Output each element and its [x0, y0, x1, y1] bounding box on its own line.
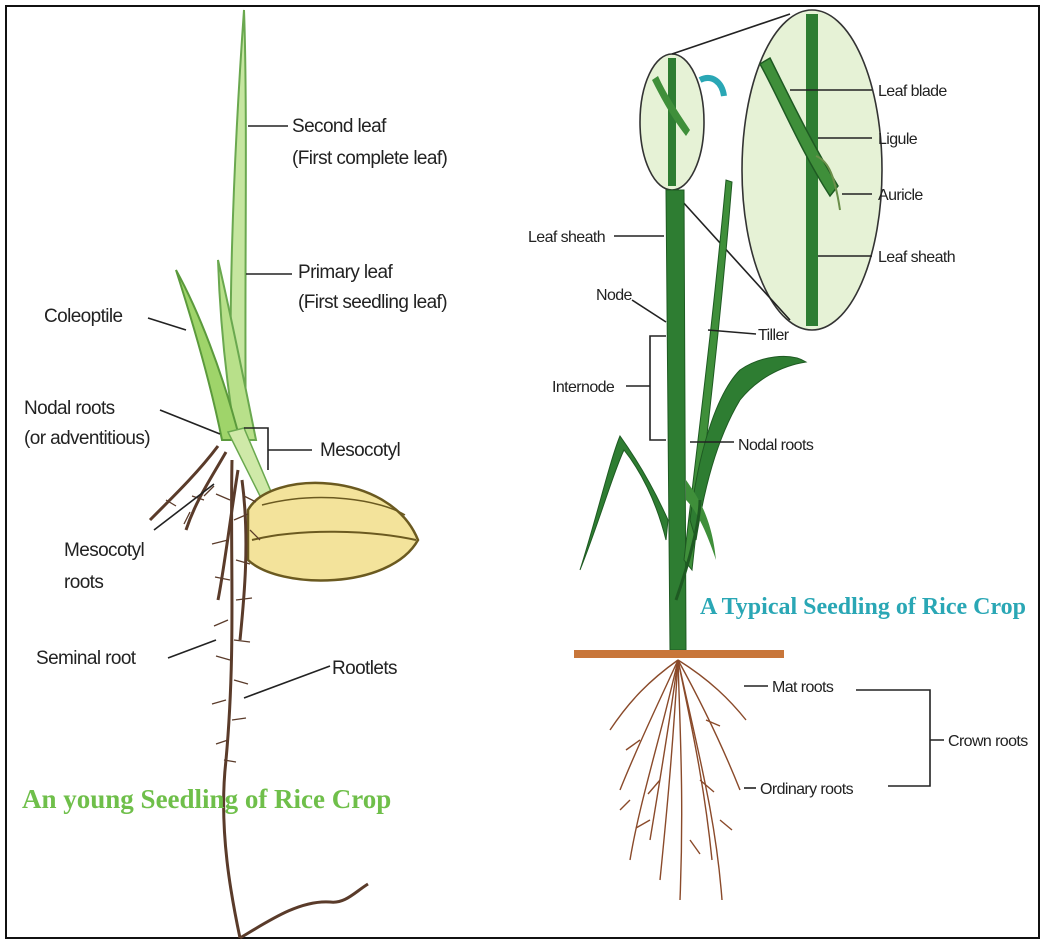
soil-line: [574, 650, 784, 658]
label-primary-leaf: Primary leaf: [298, 262, 393, 283]
left-diagram-title: An young Seedling of Rice Crop: [22, 784, 391, 814]
fibrous-roots: [610, 660, 746, 900]
label-ordinary-roots: Ordinary roots: [760, 781, 854, 798]
typical-seedling-illustration: [574, 10, 882, 900]
label-nodal-roots: Nodal roots: [24, 398, 115, 419]
label-auricle: Auricle: [878, 187, 923, 204]
right-diagram-title: A Typical Seedling of Rice Crop: [700, 594, 1026, 620]
label-leaf-sheath-inset: Leaf sheath: [878, 249, 955, 266]
label-node: Node: [596, 287, 633, 304]
magnify-arrow: [700, 78, 724, 96]
label-mesocotyl-roots-sub: roots: [64, 572, 103, 593]
label-internode: Internode: [552, 379, 615, 396]
label-ligule: Ligule: [878, 131, 918, 148]
label-primary-leaf-sub: (First seedling leaf): [298, 292, 447, 313]
label-mesocotyl-roots: Mesocotyl: [64, 540, 144, 561]
label-nodal-roots-sub: (or adventitious): [24, 428, 150, 449]
label-seminal-root: Seminal root: [36, 648, 137, 669]
label-mesocotyl: Mesocotyl: [320, 440, 400, 461]
label-mat-roots: Mat roots: [772, 679, 834, 696]
label-coleoptile: Coleoptile: [44, 306, 123, 327]
label-leaf-sheath: Leaf sheath: [528, 229, 605, 246]
label-nodal-roots-right: Nodal roots: [738, 437, 814, 454]
label-crown-roots: Crown roots: [948, 733, 1028, 750]
label-rootlets: Rootlets: [332, 658, 397, 679]
label-tiller: Tiller: [758, 327, 790, 344]
label-second-leaf: Second leaf: [292, 116, 387, 137]
label-second-leaf-sub: (First complete leaf): [292, 148, 448, 169]
label-leaf-blade: Leaf blade: [878, 83, 947, 100]
